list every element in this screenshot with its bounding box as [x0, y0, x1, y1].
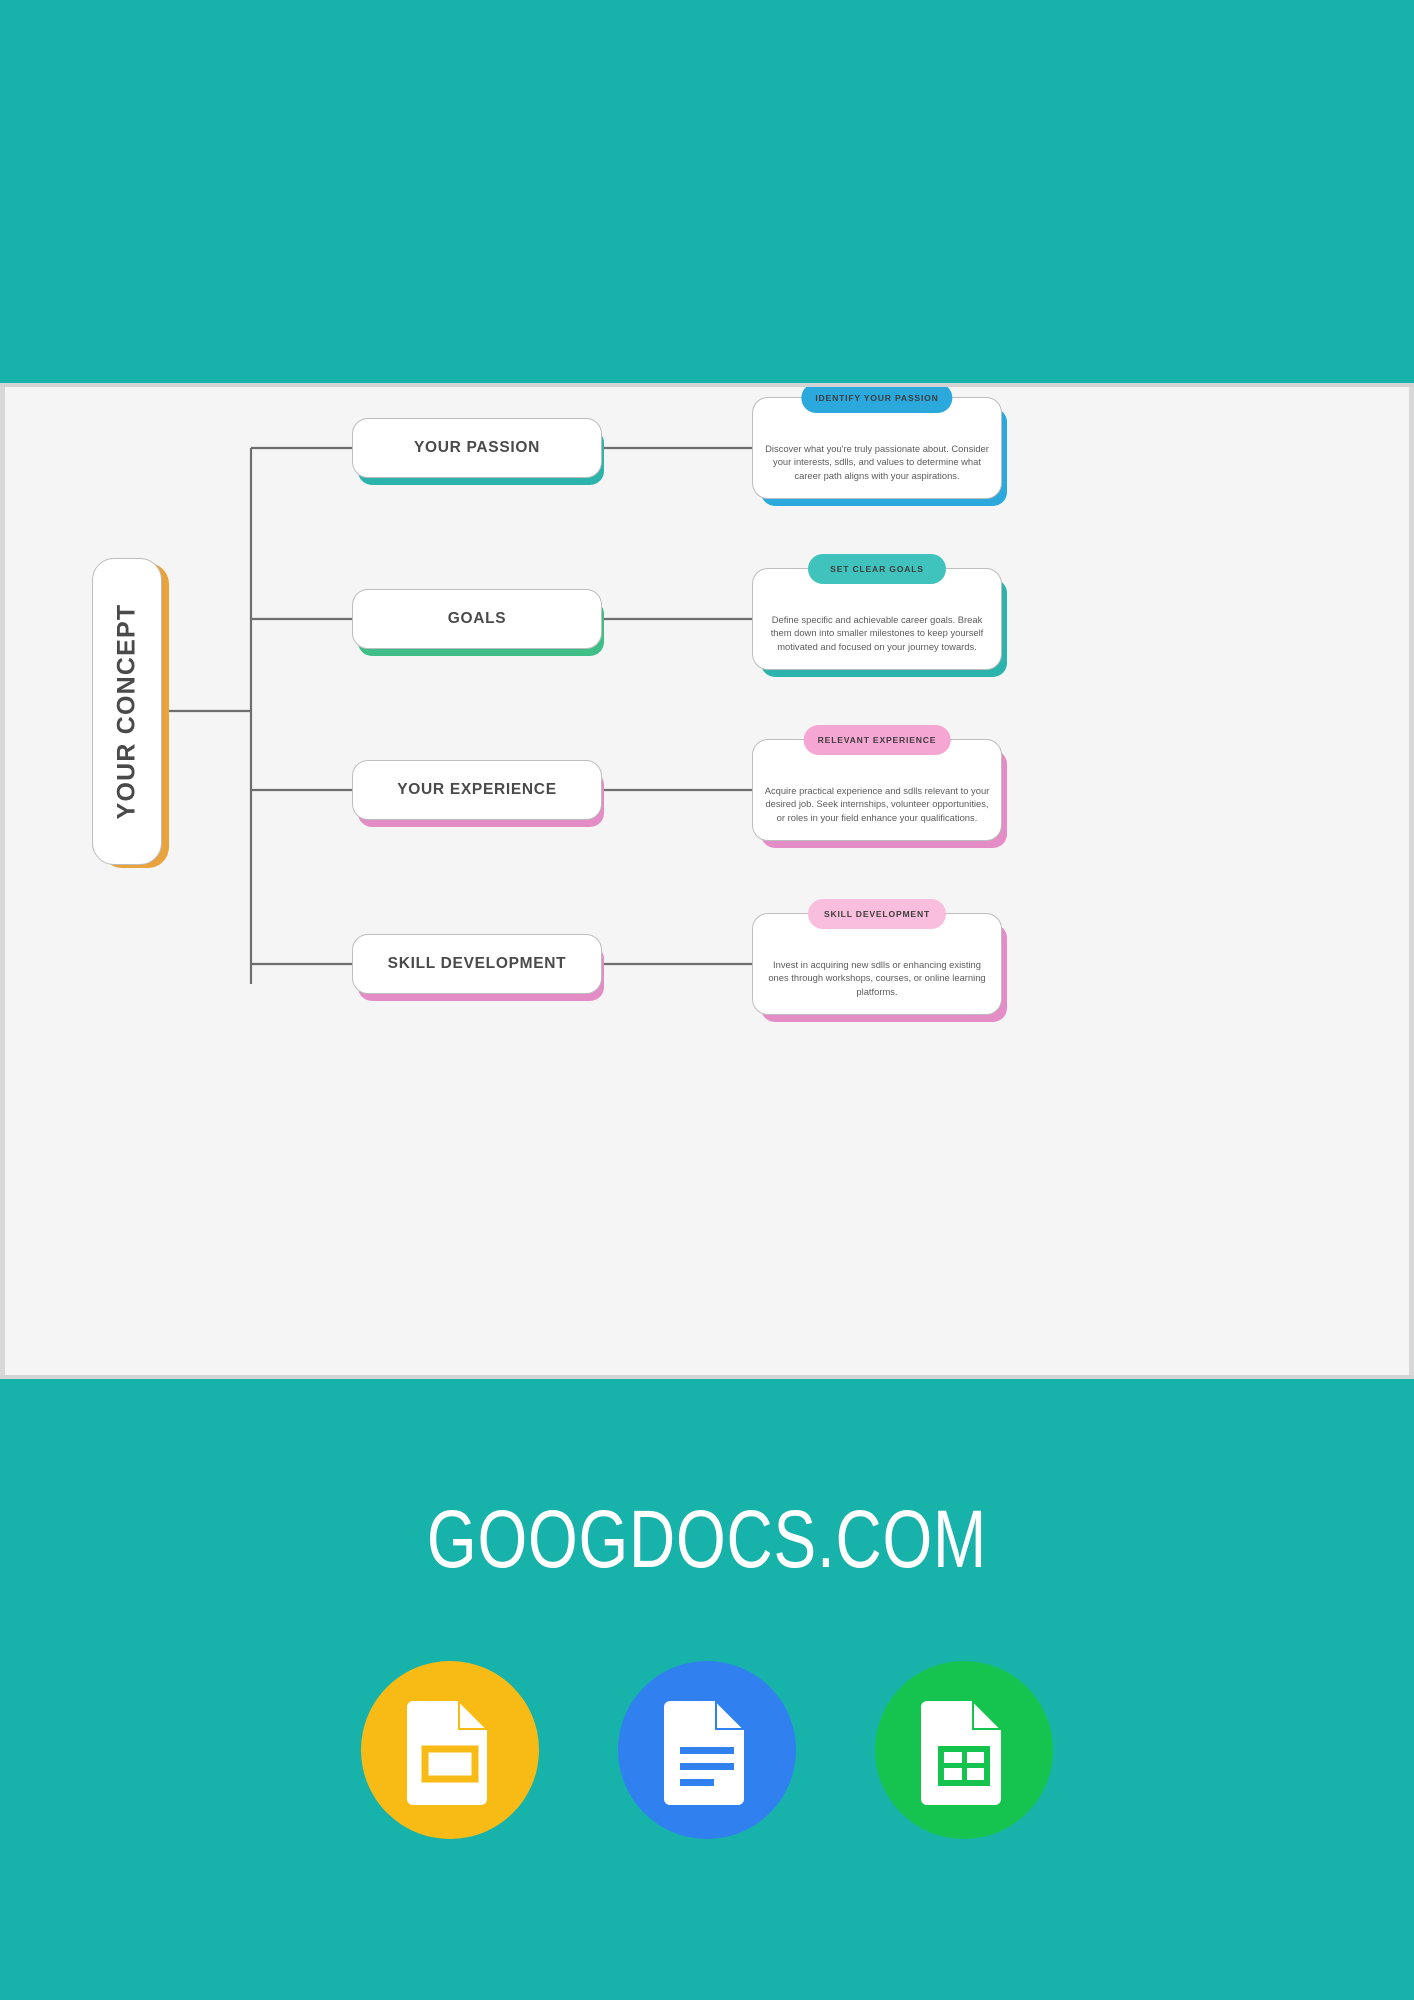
docs-glyph [664, 1698, 747, 1805]
detail-card-skill-development[interactable]: SKILL DEVELOPMENT Invest in acquiring ne… [752, 899, 1002, 1015]
detail-card-pill: IDENTIFY YOUR PASSION [801, 387, 953, 413]
google-sheets-icon[interactable] [875, 1661, 1053, 1839]
detail-card-pill: SKILL DEVELOPMENT [808, 899, 946, 929]
detail-card-body: Define specific and achievable career go… [770, 613, 984, 652]
canvas-right-edge [1409, 387, 1414, 1375]
detail-card-relevant-experience[interactable]: RELEVANT EXPERIENCE Acquire practical ex… [752, 725, 1002, 841]
root-node-label: YOUR CONCEPT [112, 603, 141, 820]
branch-node-label: GOALS [447, 610, 507, 627]
detail-card-body: Invest in acquiring new sdlls or enhanci… [768, 958, 986, 997]
detail-card-pill: RELEVANT EXPERIENCE [803, 725, 951, 755]
detail-card-set-clear-goals[interactable]: SET CLEAR GOALS Define specific and achi… [752, 554, 1002, 670]
slide-canvas: YOUR CONCEPT YOUR PASSION GOALS YOUR EXP… [0, 383, 1414, 1379]
branch-node-skill-development[interactable]: SKILL DEVELOPMENT [352, 934, 602, 994]
sheets-glyph [921, 1698, 1004, 1805]
top-banner [0, 0, 1414, 383]
detail-card-body: Discover what you're truly passionate ab… [765, 442, 989, 481]
detail-card-identify-your-passion[interactable]: IDENTIFY YOUR PASSION Discover what you'… [752, 387, 1002, 499]
branch-node-label: YOUR PASSION [413, 439, 541, 456]
google-docs-icon[interactable] [618, 1661, 796, 1839]
footer-logo-row [0, 1661, 1414, 1839]
brand-title: GOOGDOCS.COM [426, 1494, 988, 1585]
branch-node-your-experience[interactable]: YOUR EXPERIENCE [352, 760, 602, 820]
detail-card-pill: SET CLEAR GOALS [808, 554, 946, 584]
branch-node-goals[interactable]: GOALS [352, 589, 602, 649]
canvas-left-edge [0, 387, 5, 1375]
connector-lines [168, 446, 752, 984]
google-slides-icon[interactable] [361, 1661, 539, 1839]
branch-node-label: SKILL DEVELOPMENT [387, 955, 567, 972]
branch-node-label: YOUR EXPERIENCE [397, 781, 557, 798]
branch-node-your-passion[interactable]: YOUR PASSION [352, 418, 602, 478]
root-node[interactable]: YOUR CONCEPT [92, 558, 162, 865]
footer-banner: GOOGDOCS.COM [0, 1383, 1414, 2000]
detail-card-body: Acquire practical experience and sdlls r… [764, 784, 990, 823]
slides-glyph [407, 1698, 490, 1805]
